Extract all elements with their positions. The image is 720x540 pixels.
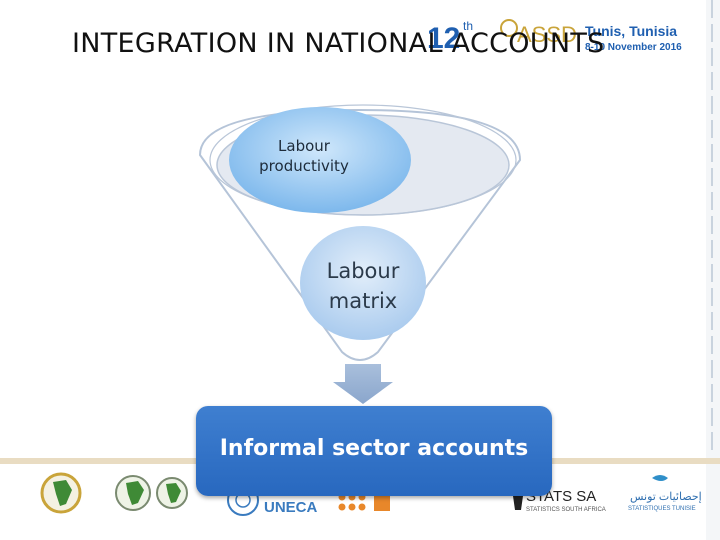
event-logo: 12 th ASSD Tunis, Tunisia 8-10 November …	[427, 19, 682, 55]
funnel-top-rim	[209, 104, 517, 216]
african-union-logo-icon	[40, 472, 82, 514]
labour-matrix-bubble	[300, 226, 426, 340]
labour-productivity-label: Labour productivity	[259, 137, 349, 175]
stats-sa-subtitle: STATISTICS SOUTH AFRICA	[526, 507, 606, 513]
labour-productivity-bubble	[229, 107, 411, 213]
svg-text:ASSD: ASSD	[517, 22, 577, 47]
ins-tunisie-subtitle: STATISTIQUES TUNISIE	[628, 506, 696, 512]
uneca-logo-text: UNECA	[264, 499, 318, 516]
slide-title: INTEGRATION IN NATIONAL ACCOUNTS	[72, 28, 605, 59]
svg-text:th: th	[463, 19, 473, 33]
svg-text:12: 12	[427, 22, 460, 55]
ins-tunisie-logo-icon	[652, 475, 668, 481]
svg-text:8-10 November 2016: 8-10 November 2016	[585, 42, 682, 53]
decorative-strip	[706, 0, 720, 540]
assd-emblem-icon	[500, 19, 518, 37]
informal-sector-accounts-box	[196, 406, 552, 496]
labour-matrix-label: Labour matrix	[326, 259, 400, 313]
partner-logos: UNECA STATS SA STATISTICS SOUTH AFRICA إ…	[40, 472, 702, 516]
down-arrow-icon	[333, 364, 393, 404]
ins-tunisie-arabic: إحصائيات تونس	[630, 491, 702, 503]
informal-sector-accounts-label: Informal sector accounts	[219, 436, 529, 461]
afdb-logo-icon	[115, 475, 188, 511]
svg-text:Tunis, Tunisia: Tunis, Tunisia	[585, 23, 677, 39]
